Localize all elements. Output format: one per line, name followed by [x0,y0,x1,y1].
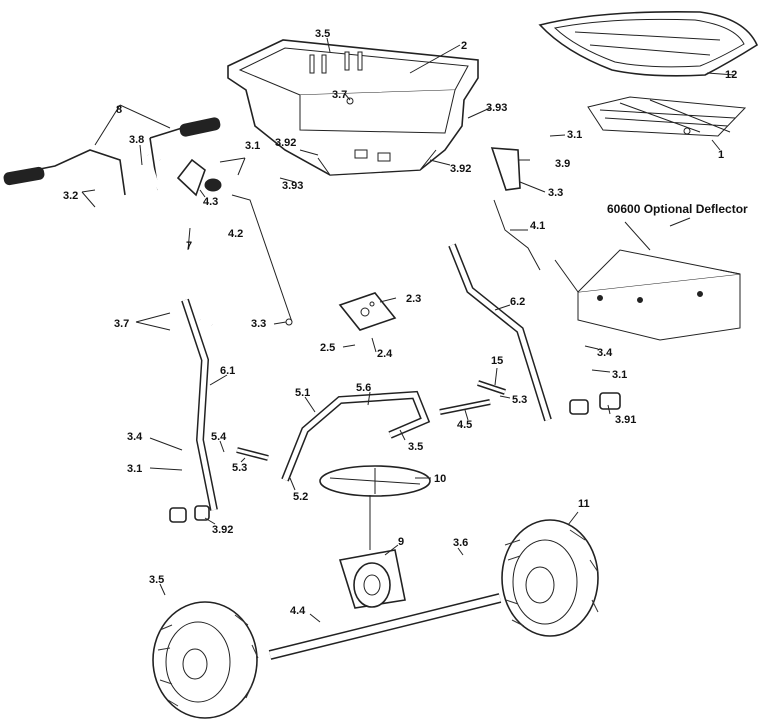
callout-3-1-left-mid: 3.1 [127,463,142,475]
callout-9: 9 [398,536,404,548]
callout-3-91: 3.91 [615,414,636,426]
part-9-gearbox [338,495,406,609]
left-wheel [152,601,259,719]
part-4-2-control-rod [231,194,293,326]
callout-3-92-hopper-right: 3.92 [450,163,471,175]
callout-3-1-upper-right: 3.1 [567,129,582,141]
part-8-handle [3,117,221,196]
part-5-1-frame [281,390,431,482]
part-1-grate [587,96,747,137]
callout-1: 1 [718,149,724,161]
callout-3-92-hopper-left: 3.92 [275,137,296,149]
part-6-1-lower-tube [181,298,218,511]
callout-7: 7 [186,240,192,252]
callout-5-3-left: 5.3 [232,462,247,474]
callout-6-2: 6.2 [510,296,525,308]
optional-deflector [554,221,741,341]
part-4-1-link-rod [493,199,541,271]
part-10-spinner-plate [319,465,431,497]
part-4-3-control-bracket [176,158,222,197]
callout-3-4-right: 3.4 [597,347,613,359]
pins [236,380,506,461]
callout-3-5-top: 3.5 [315,28,330,40]
callout-3-4-left: 3.4 [127,431,143,443]
callout-3-93-right: 3.93 [486,102,507,114]
part-11-right-wheel [501,519,599,637]
callout-11: 11 [578,498,590,510]
part-7-upper-tube [146,154,214,326]
callout-3-5-bottom: 3.5 [149,574,164,586]
callout-2: 2 [461,40,467,52]
callout-4-3: 4.3 [203,196,218,208]
callout-3-9: 3.9 [555,158,570,170]
callout-3-5-frame: 3.5 [408,441,423,453]
callout-4-5: 4.5 [457,419,472,431]
callout-10: 10 [434,473,446,485]
part-12-hopper-cover [538,10,759,77]
callout-3-8: 3.8 [129,134,144,146]
callout-2-3: 2.3 [406,293,421,305]
part-6-2-lower-tube [448,243,552,422]
callout-3-3-left: 3.3 [251,318,266,330]
callout-8: 8 [116,104,122,116]
hopper-bolts [309,51,363,105]
callout-3-6: 3.6 [453,537,468,549]
part-3-9-gate-bracket [490,147,521,191]
callout-5-6: 5.6 [356,382,371,394]
callout-4-2: 4.2 [228,228,243,240]
callout-4-1: 4.1 [530,220,545,232]
callout-3-3-right: 3.3 [548,187,563,199]
callout-12: 12 [725,69,737,81]
callout-3-93-left: 3.93 [282,180,303,192]
callout-5-4: 5.4 [211,431,227,443]
callout-2-4: 2.4 [377,348,393,360]
callout-5-3-right: 5.3 [512,394,527,406]
callout-3-2: 3.2 [63,190,78,202]
part-2-3-agitator-plate [338,292,397,331]
callout-3-92-bottom: 3.92 [212,524,233,536]
optional-deflector-title: 60600 Optional Deflector [607,202,748,216]
callout-4-4: 4.4 [290,605,306,617]
bushings [169,392,621,523]
callout-3-7-top: 3.7 [332,89,347,101]
callout-6-1: 6.1 [220,365,235,377]
part-2-hopper [227,39,479,176]
callout-3-7-left: 3.7 [114,318,129,330]
callout-5-1: 5.1 [295,387,310,399]
callout-labels: 60600 Optional Deflector 12 1 2 3.5 3.7 … [63,28,748,617]
callout-2-5: 2.5 [320,342,335,354]
part-4-4-axle [268,593,502,660]
callout-15: 15 [491,355,503,367]
callout-3-1-right-mid: 3.1 [612,369,627,381]
leader-lines [81,37,736,623]
callout-5-2: 5.2 [293,491,308,503]
callout-3-1-upper-left: 3.1 [245,140,260,152]
